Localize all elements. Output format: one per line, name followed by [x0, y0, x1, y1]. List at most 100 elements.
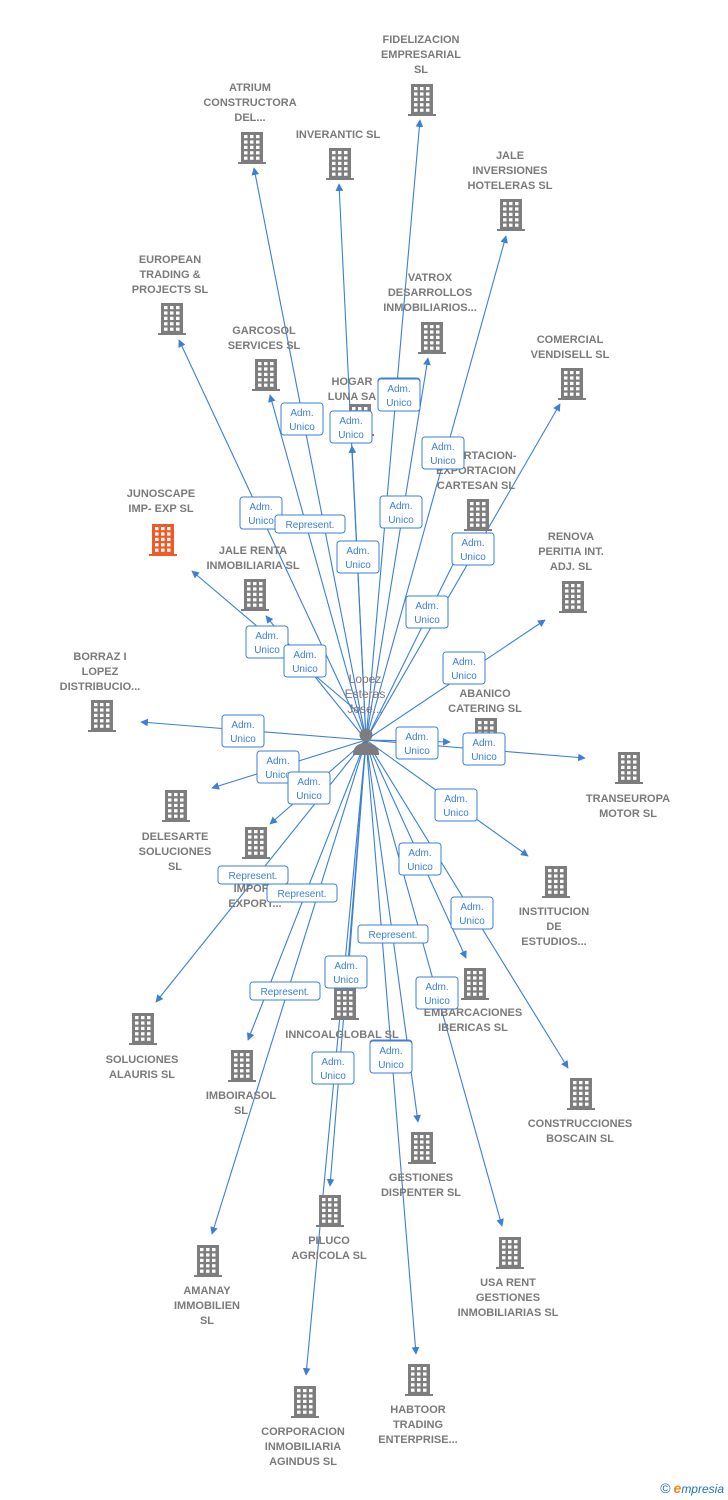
- role-label: Adm.: [460, 902, 483, 913]
- role-box[interactable]: Adm.Unico: [398, 842, 442, 876]
- role-box[interactable]: Represent.: [357, 924, 429, 944]
- role-box[interactable]: Adm.Unico: [415, 976, 459, 1010]
- person-name-line: Esteras: [345, 687, 386, 701]
- role-box[interactable]: Adm.Unico: [434, 788, 478, 822]
- company-name-line: SL: [414, 64, 428, 76]
- company-name-line: DISPENTER SL: [381, 1187, 461, 1199]
- role-box[interactable]: Adm.Unico: [405, 595, 449, 629]
- role-label: Adm.: [472, 738, 495, 749]
- role-box-frame: [357, 924, 429, 944]
- role-label: Unico: [459, 916, 485, 927]
- company-name-line: TRADING &: [139, 269, 200, 281]
- role-box[interactable]: Represent.: [249, 981, 321, 1001]
- role-box[interactable]: Adm.Unico: [395, 726, 439, 760]
- role-box[interactable]: Adm.Unico: [280, 402, 324, 436]
- company-name-line: CATERING SL: [448, 703, 522, 715]
- role-box[interactable]: Adm.Unico: [369, 1040, 413, 1074]
- role-box[interactable]: Adm.Unico: [287, 771, 331, 805]
- role-box[interactable]: Adm.Unico: [336, 540, 380, 574]
- brand-footer[interactable]: ©empresia: [660, 1480, 724, 1496]
- role-label: Adm.: [334, 961, 357, 972]
- role-box[interactable]: Adm.Unico: [377, 378, 421, 412]
- role-label: Represent.: [229, 871, 278, 882]
- role-box-frame: [311, 1051, 355, 1085]
- role-box[interactable]: Adm.Unico: [245, 625, 289, 659]
- company-node-inncoalglobal[interactable]: INNCOALGLOBAL SL: [285, 988, 399, 1041]
- role-label: Adm.: [297, 777, 320, 788]
- building-icon: [194, 1245, 222, 1277]
- company-name-line: ATRIUM: [229, 82, 271, 94]
- role-box[interactable]: Represent.: [274, 514, 346, 534]
- role-label: Unico: [320, 1071, 346, 1082]
- role-box[interactable]: Represent.: [217, 865, 289, 885]
- company-name-line: ADJ. SL: [550, 561, 592, 573]
- role-label: Adm.: [415, 601, 438, 612]
- company-name-line: INMOBILIARIA: [265, 1441, 341, 1453]
- role-box[interactable]: Adm.Unico: [221, 714, 265, 748]
- company-name: INNCOALGLOBAL SL: [285, 1029, 399, 1041]
- role-box[interactable]: Adm.Unico: [462, 732, 506, 766]
- role-label: Unico: [292, 664, 318, 675]
- role-box[interactable]: Adm.Unico: [329, 410, 373, 444]
- person-name-line: Jose...: [347, 702, 382, 716]
- role-label: Adm.: [431, 442, 454, 453]
- role-box[interactable]: Adm.Unico: [451, 532, 495, 566]
- company-node-inverantic[interactable]: INVERANTIC SL: [296, 129, 381, 180]
- role-box[interactable]: Adm.Unico: [283, 644, 327, 678]
- building-icon: [149, 524, 177, 556]
- role-box[interactable]: Adm.Unico: [311, 1051, 355, 1085]
- role-label: Adm.: [339, 416, 362, 427]
- role-box[interactable]: Adm.Unico: [421, 436, 465, 470]
- company-name-line: COMERCIAL: [537, 334, 604, 346]
- role-box-frame: [324, 955, 368, 989]
- building-icon: [88, 700, 116, 732]
- role-box[interactable]: Represent.: [266, 883, 338, 903]
- role-label: Unico: [386, 398, 412, 409]
- company-name-line: PERITIA INT.: [538, 546, 604, 558]
- company-name-line: INMOBILIARIA SL: [206, 560, 299, 572]
- role-label: Represent.: [369, 930, 418, 941]
- role-label: Unico: [388, 515, 414, 526]
- edge-atrium: [251, 167, 367, 741]
- role-box[interactable]: Adm. Unico: [450, 896, 494, 930]
- company-name-line: EMPRESARIAL: [381, 49, 461, 61]
- company-name-line: BOSCAIN SL: [546, 1133, 614, 1145]
- role-box[interactable]: Adm.Unico: [379, 495, 423, 529]
- role-label: Adm.: [425, 982, 448, 993]
- building-icon: [567, 1078, 595, 1110]
- role-box[interactable]: Adm.Unico: [239, 496, 283, 530]
- role-box[interactable]: Adm.Unico: [442, 651, 486, 685]
- role-box[interactable]: Adm.Unico: [324, 955, 368, 989]
